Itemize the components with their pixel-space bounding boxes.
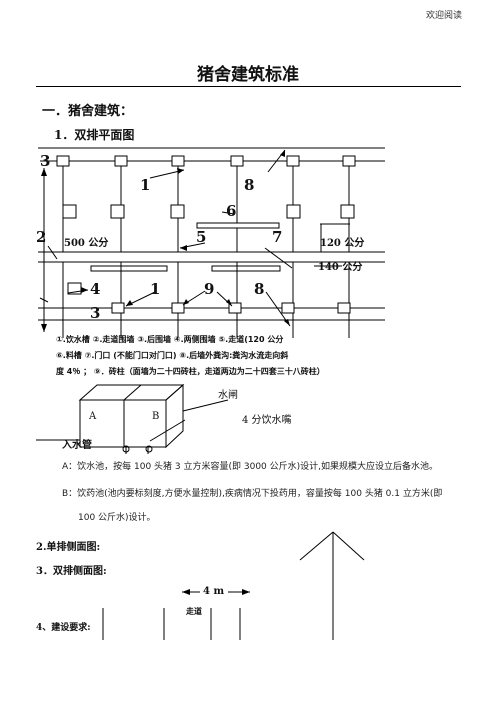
plan-label-5: 5 bbox=[196, 228, 207, 246]
plan-label-4: 4 bbox=[90, 280, 101, 298]
dimension-4m: 4 m bbox=[203, 586, 225, 597]
aisle-label: 走道 bbox=[186, 607, 202, 616]
plan-label-3a: 3 bbox=[40, 152, 51, 170]
plan-label-8a: 8 bbox=[244, 176, 255, 194]
subsection-requirements: 4、建设要求: bbox=[36, 623, 91, 633]
arrow-head bbox=[182, 589, 190, 595]
dimension-140: 140 公分 bbox=[318, 262, 363, 273]
arrow-head bbox=[180, 245, 187, 251]
plan-label-2: 2 bbox=[36, 228, 47, 246]
subsection-plan: 1．双排平面图 bbox=[54, 128, 135, 142]
subsection-single-side: 2.单排侧面图: bbox=[36, 542, 101, 553]
header-note: 欢迎阅读 bbox=[425, 11, 462, 21]
section-heading: 一．猪舍建筑： bbox=[42, 104, 134, 119]
plan-label-7: 7 bbox=[272, 228, 283, 246]
tank-label-a: A bbox=[89, 411, 97, 422]
plan-label-9: 9 bbox=[204, 280, 215, 298]
arrow-head bbox=[280, 150, 285, 157]
plan-label-8b: 8 bbox=[254, 280, 265, 298]
paragraph-b-line2: 100 公斤水)设计。 bbox=[78, 513, 156, 523]
paragraph-a: A：饮水池，按每 100 头猪 3 立方米容量(即 3000 公斤水)设计,如果… bbox=[62, 462, 439, 472]
title-rule bbox=[36, 86, 461, 87]
arrow-head bbox=[183, 299, 189, 305]
plan-label-3b: 3 bbox=[90, 304, 101, 322]
arrow-head bbox=[284, 319, 290, 326]
plan-label-6: 6 bbox=[226, 202, 237, 220]
dimension-120: 120 公分 bbox=[320, 238, 365, 249]
page-title: 猪舍建筑标准 bbox=[197, 65, 299, 85]
arrow-head bbox=[177, 168, 184, 174]
arrow-head bbox=[242, 589, 250, 595]
arrow-head bbox=[41, 168, 47, 176]
legend-line-2: ⑥.料槽 ⑦.门口 (不能门口对门口) ⑧.后墙外粪沟:粪沟水流走向斜 bbox=[56, 351, 289, 360]
faucet-label: 4 分饮水嘴 bbox=[242, 415, 292, 426]
legend-line-1: ①.饮水槽 ②.走道围墙 ③.后围墙 ④.两侧围墙 ⑤.走道(120 公分 bbox=[56, 335, 284, 344]
arrow-head bbox=[41, 324, 47, 332]
plan-label-1a: 1 bbox=[140, 176, 151, 194]
tank-label-b: B bbox=[152, 411, 160, 422]
subsection-double-side: 3．双排侧面图: bbox=[36, 566, 107, 577]
water-gate-label: 水闸 bbox=[218, 390, 238, 401]
legend-line-3: 度 4％ ； ⑨．砖柱（面墙为二十四砖柱，走道两边为二十四套三十八砖柱） bbox=[56, 367, 325, 376]
dimension-500: 500 公分 bbox=[64, 238, 109, 249]
arrow-head bbox=[126, 300, 133, 306]
paragraph-b-line1: B：饮药池(池内要标刻度,方便水量控制),疾病情况下投药用，容量按每 100 头… bbox=[62, 489, 443, 499]
inlet-pipe-label: 入水管 bbox=[62, 440, 92, 451]
arrow-head bbox=[226, 299, 232, 306]
plan-label-1b: 1 bbox=[150, 280, 161, 298]
arrow-head bbox=[81, 287, 88, 293]
